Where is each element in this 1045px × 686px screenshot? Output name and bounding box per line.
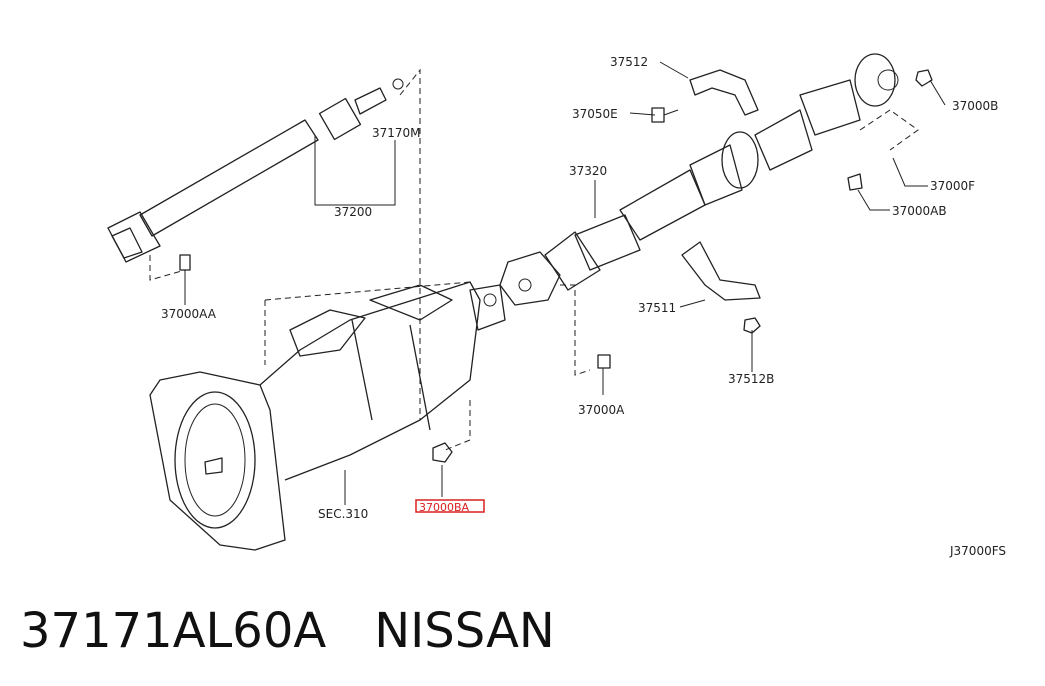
front-propeller-shaft xyxy=(107,78,404,263)
nut-37000ba xyxy=(432,442,453,463)
companion-flange xyxy=(469,251,561,331)
label-37512b: 37512B xyxy=(728,372,774,386)
brand-name: NISSAN xyxy=(374,603,555,659)
label-37000ba: 37000BA xyxy=(419,501,470,514)
label-37512: 37512 xyxy=(610,55,648,69)
label-37000aa: 37000AA xyxy=(161,307,217,321)
label-37000ab: 37000AB xyxy=(892,204,947,218)
part-caption: 37171AL60A NISSAN xyxy=(20,596,603,666)
label-37170m: 37170M xyxy=(372,126,421,140)
part-number: 37171AL60A xyxy=(20,603,327,659)
exploded-parts-diagram: 37170M 37200 37000AA 37512 37050E 37320 … xyxy=(107,53,1006,558)
bolt-37050e xyxy=(651,107,679,123)
label-37000b: 37000B xyxy=(952,99,998,113)
nut-37512b xyxy=(743,317,761,334)
label-37200: 37200 xyxy=(334,205,372,219)
bolt-37000aa xyxy=(179,254,191,290)
center-bearing-bracket-upper xyxy=(689,69,759,116)
bolt-37000a xyxy=(597,354,611,395)
label-37050e: 37050E xyxy=(572,107,618,121)
label-37511: 37511 xyxy=(638,301,676,315)
label-37000f: 37000F xyxy=(930,179,975,193)
transmission-housing xyxy=(149,281,481,551)
label-sec310: SEC.310 xyxy=(318,507,368,521)
nut-37000b xyxy=(915,69,933,87)
diagram-code: J37000FS xyxy=(949,544,1006,558)
bolt-37000ab xyxy=(847,173,890,211)
label-37000a: 37000A xyxy=(578,403,625,417)
rear-propeller-shaft xyxy=(544,53,899,291)
label-37320: 37320 xyxy=(569,164,607,178)
highlight-box xyxy=(415,499,485,513)
center-bearing-bracket-lower xyxy=(681,241,761,301)
